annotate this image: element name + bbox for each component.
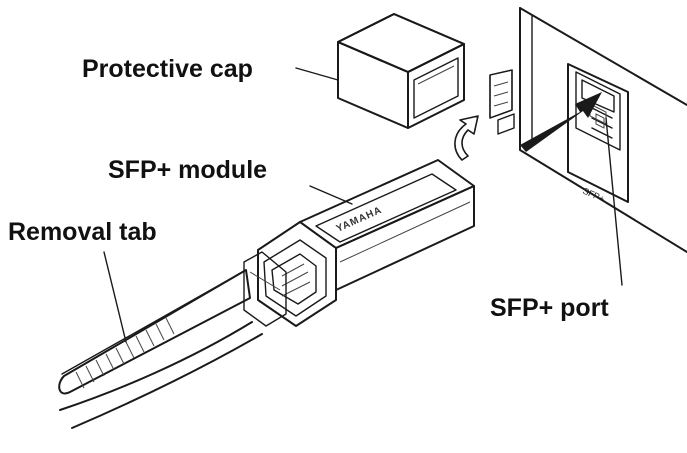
sfp-module-leader-line <box>309 185 353 205</box>
sfp-port-panel: SFP+ <box>567 63 629 204</box>
sfp-module-label: SFP+ module <box>108 156 267 184</box>
fiber-cable <box>59 321 263 429</box>
rj45-port-stub <box>489 69 515 135</box>
removal-tab-label: Removal tab <box>8 218 157 246</box>
insertion-arrow <box>520 92 602 152</box>
protective-cap-leader-line <box>295 67 339 81</box>
removal-tab <box>58 269 251 395</box>
protective-cap-label: Protective cap <box>82 55 253 83</box>
device-chassis: SFP+ <box>489 7 687 253</box>
removal-tab-leader-line <box>103 251 127 343</box>
sfp-module: YAMAHA <box>243 159 475 327</box>
removal-tab-grip <box>75 317 175 389</box>
protective-cap <box>337 13 465 129</box>
cap-removal-arrow <box>454 115 479 161</box>
sfp-port-label: SFP+ port <box>490 294 609 322</box>
sfp-port-leader-line <box>605 117 623 286</box>
